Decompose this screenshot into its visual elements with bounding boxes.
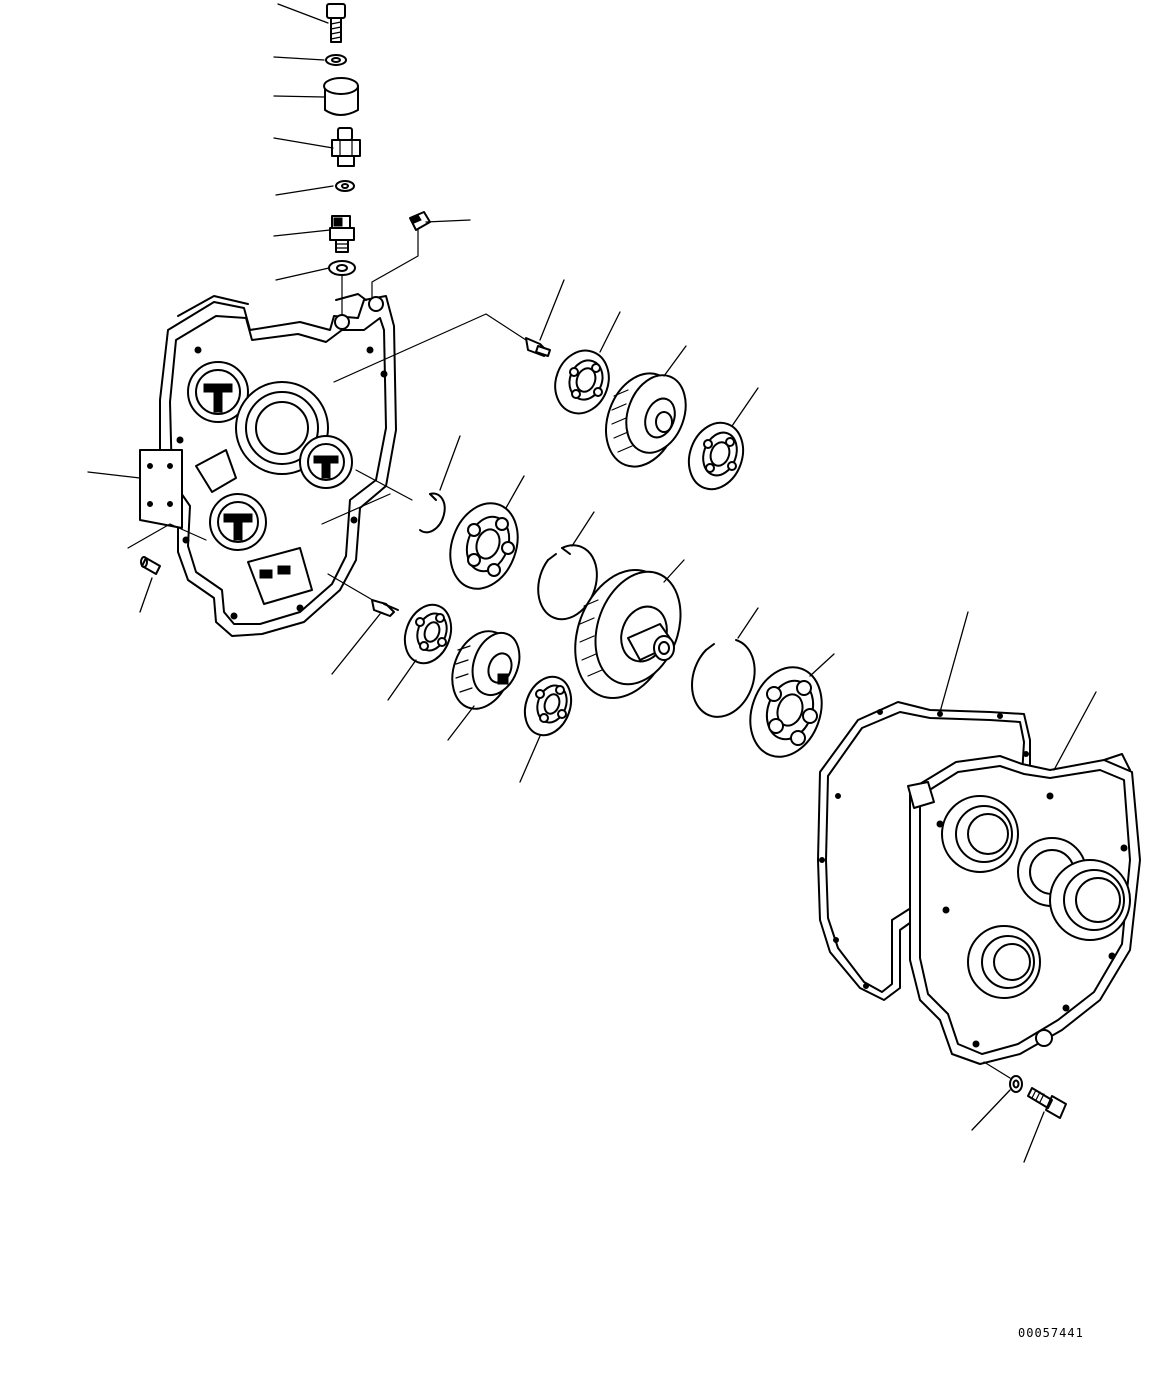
leader-line [539, 279, 565, 341]
seal-washer[interactable] [328, 260, 356, 276]
leader-line [387, 659, 417, 701]
leader-line [447, 705, 475, 741]
leader-line [971, 1089, 1011, 1131]
leader-line [663, 559, 685, 583]
bottom-bolt[interactable] [1027, 1087, 1067, 1119]
snap-ring-large[interactable] [537, 544, 598, 621]
assembly-line [333, 313, 527, 383]
snap-ring-small[interactable] [419, 492, 446, 534]
assembly-line [371, 229, 419, 301]
leader-line [275, 185, 334, 196]
snap-ring-right[interactable] [691, 639, 756, 718]
leader-line [939, 611, 969, 713]
gear-large[interactable] [558, 556, 695, 712]
grease-nipple[interactable] [525, 337, 551, 357]
sensor-fitting[interactable] [371, 599, 399, 617]
leader-line [273, 229, 331, 237]
leader-line [275, 267, 330, 281]
leader-line [273, 95, 325, 98]
sensor-plug[interactable] [329, 215, 355, 253]
gear-upper[interactable] [594, 363, 696, 476]
leader-line [809, 653, 835, 677]
leader-line [737, 607, 759, 639]
assembly-line [983, 1061, 1011, 1079]
side-plate[interactable] [139, 449, 183, 529]
leader-line [599, 311, 621, 353]
small-washer[interactable] [335, 180, 355, 192]
breather-fitting[interactable] [331, 127, 361, 167]
leader-line [519, 735, 541, 783]
gear-small[interactable] [442, 623, 528, 717]
leader-line [277, 3, 329, 24]
bearing-upper-1[interactable] [547, 343, 618, 421]
leader-line [731, 387, 759, 427]
assembly-line [321, 493, 391, 525]
cap-part[interactable] [323, 77, 359, 116]
leader-line [439, 435, 461, 491]
top-washer[interactable] [325, 54, 347, 66]
leader-line [571, 511, 595, 547]
plug-part[interactable] [409, 211, 431, 231]
leader-line [505, 475, 525, 509]
leader-line [1053, 691, 1097, 771]
dowel-pin[interactable] [140, 556, 161, 575]
assembly-line [355, 469, 413, 501]
leader-line [1023, 1111, 1045, 1163]
leader-line [273, 137, 334, 149]
assembly-line [327, 573, 377, 603]
top-bolt[interactable] [326, 3, 346, 43]
bearing-middle-1[interactable] [439, 494, 529, 599]
left-gear-case[interactable] [159, 293, 397, 637]
drawing-number: 00057441 [1018, 1326, 1084, 1340]
bearing-upper-2[interactable] [680, 415, 752, 497]
leader-line [139, 577, 153, 613]
leader-line [273, 56, 325, 61]
bottom-washer[interactable] [1009, 1075, 1023, 1093]
bearing-lower-2[interactable] [517, 670, 579, 741]
right-gear-case[interactable] [907, 753, 1141, 1065]
bearing-lower-1[interactable] [397, 598, 459, 669]
bearing-right[interactable] [738, 657, 833, 767]
assembly-line [127, 523, 207, 549]
leader-line [87, 471, 141, 479]
leader-line [331, 613, 381, 675]
leader-line [425, 219, 471, 223]
leader-line [663, 345, 687, 377]
